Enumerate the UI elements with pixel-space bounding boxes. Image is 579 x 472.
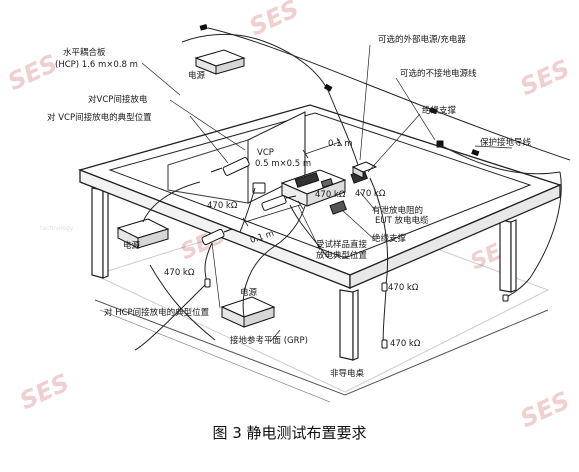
watermark-logo-top: SES <box>245 0 303 41</box>
probe-vcp-typical <box>210 157 250 176</box>
watermark-logo-bottom-left: SES <box>16 368 74 415</box>
label-res-left: 470 kΩ <box>164 268 195 278</box>
label-res-vcp: 470 kΩ <box>207 201 238 211</box>
discharge-probes <box>201 157 297 246</box>
resistor-left <box>204 278 211 288</box>
label-vcp: VCP <box>257 148 274 158</box>
resistor-right-2 <box>381 339 388 349</box>
label-vcp-size: 0.5 m×0.5 m <box>255 159 311 169</box>
label-power-top: 电源 <box>188 70 206 81</box>
label-protective-ground: 保护接地导线 <box>480 137 532 148</box>
dimension-lines <box>242 137 343 227</box>
probe-hcp-edge <box>201 228 233 246</box>
resistor-far-right <box>502 294 509 302</box>
label-eut-cable-1: 有泄放电阻的 <box>372 205 423 216</box>
figure-caption: 图 3 静电测试布置要求 <box>212 424 367 442</box>
watermark-logo-right: SES <box>516 54 574 101</box>
watermark-sub-1: technology <box>40 225 74 232</box>
label-eut-direct-2: 放电典型位置 <box>316 250 368 261</box>
label-nonconductive-table: 非导电桌 <box>330 368 365 379</box>
label-power-bottom: 电源 <box>240 287 258 298</box>
label-hcp-indirect: 对 HCP间接放电的典型位置 <box>104 307 210 318</box>
label-eut-cable-2: EUT 放电电缆 <box>375 215 429 226</box>
power-unit-bottom <box>220 296 276 328</box>
label-res-b: 470 kΩ <box>355 189 386 199</box>
label-res-eut: 470 kΩ <box>315 190 346 200</box>
label-grp: 接地参考平面 (GRP) <box>230 335 308 346</box>
label-res-right2: 470 kΩ <box>390 339 421 349</box>
resistor-right-1 <box>381 282 388 292</box>
label-res-right1: 470 kΩ <box>388 283 419 293</box>
label-eut-direct-1: 受试样品直接 <box>316 239 368 250</box>
label-insulating-support-mid: 绝缘支撑 <box>372 233 407 244</box>
diagram-labels: 水平耦合板 (HCP) 1.6 m×0.8 m 对VCP间接放电 对 VCP间接… <box>47 34 532 379</box>
horizontal-coupling-plane <box>108 112 532 259</box>
power-unit-top <box>194 49 246 75</box>
probe-vcp-side <box>252 182 266 194</box>
label-insulating-support-top: 绝缘支撑 <box>422 105 457 116</box>
bleed-resistors <box>204 278 509 349</box>
external-charger <box>351 161 378 179</box>
probe-eut-direct <box>261 195 297 211</box>
label-vcp-typical: 对 VCP间接放电的典型位置 <box>47 112 152 123</box>
label-hcp-size: (HCP) 1.6 m×0.8 m <box>55 60 138 70</box>
label-ext-power: 可选的外部电源/充电器 <box>378 34 466 45</box>
label-hcp: 水平耦合板 <box>63 47 106 58</box>
label-dim-top: 0.1 m <box>328 139 353 149</box>
label-ungrounded-cable: 可选的不接地电源线 <box>400 68 477 79</box>
cables <box>134 27 571 351</box>
watermark-logo-left: SES <box>4 49 62 96</box>
power-unit-left <box>116 218 170 249</box>
eut-device <box>280 169 347 207</box>
power-units <box>116 49 378 328</box>
label-vcp-indirect: 对VCP间接放电 <box>88 94 148 105</box>
cable-ferrites <box>199 24 480 157</box>
leader-lines <box>141 44 513 343</box>
label-power-left: 电源 <box>123 240 141 251</box>
